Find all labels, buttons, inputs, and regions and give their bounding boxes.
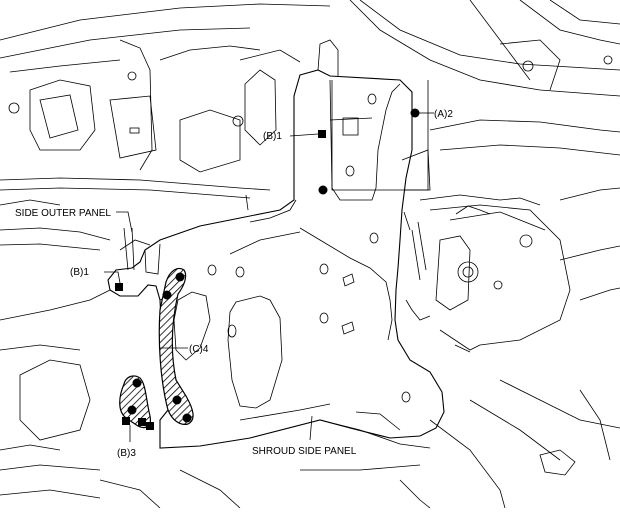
weld-point-b-left	[115, 283, 123, 291]
callout-labels: SIDE OUTER PANEL (B)1 (A)2 (B)1 (C)4 (B)…	[15, 109, 453, 459]
label-side-outer-panel: SIDE OUTER PANEL	[15, 208, 111, 219]
weld-point-b3-2	[138, 418, 146, 426]
leader-lines	[104, 80, 434, 442]
weld-point-a-lower	[318, 185, 328, 195]
label-a2: (A)2	[434, 109, 453, 120]
weld-points	[115, 108, 420, 430]
label-b1-left: (B)1	[70, 267, 89, 278]
weld-point-a-upper	[410, 108, 420, 118]
label-c4: (C)4	[189, 344, 209, 355]
label-b3: (B)3	[117, 448, 136, 459]
weld-point-b3-3	[146, 422, 154, 430]
weld-point-b3-1	[122, 417, 130, 425]
label-b1-upper: (B)1	[263, 131, 282, 142]
upper-reinforcement-panel	[107, 39, 445, 449]
weld-point-b-upper	[318, 130, 326, 138]
label-shroud-side-panel: SHROUD SIDE PANEL	[252, 446, 357, 457]
brazing-region-c4	[119, 267, 194, 429]
